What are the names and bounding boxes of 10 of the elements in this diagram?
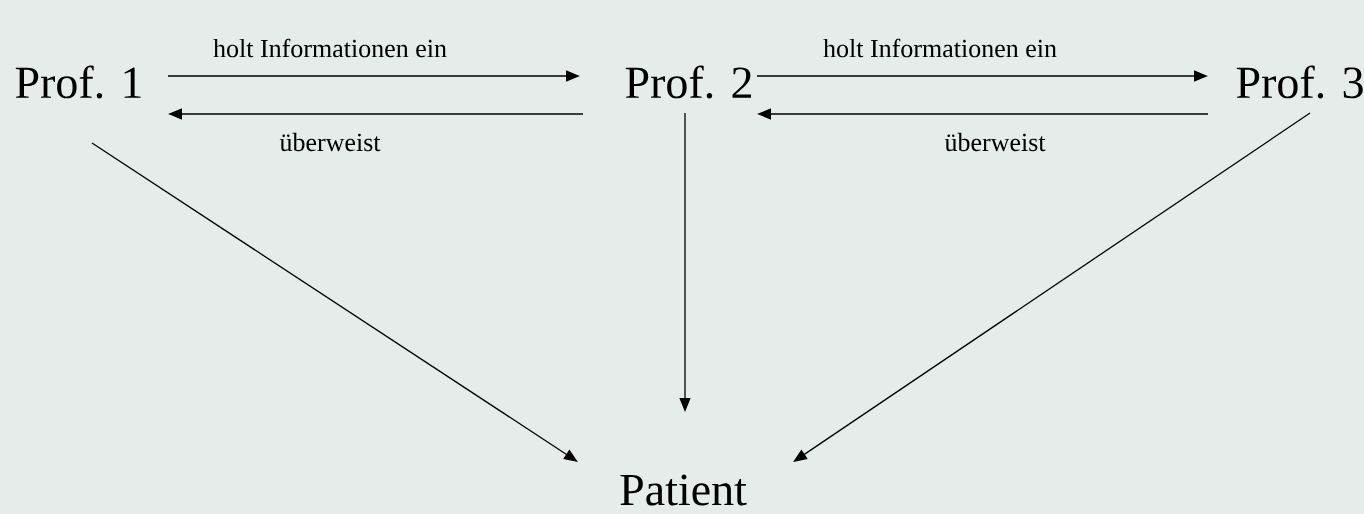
edge-label: holt Informationen ein [213,38,447,58]
node-label: Patient [620,474,747,506]
edge-label: überweist [279,132,381,152]
node-label: Prof. 1 [15,65,141,99]
arrow [91,142,578,462]
arrow [793,112,1311,462]
node-label: Prof. 3 [1236,65,1363,99]
edge-label: holt Informationen ein [823,38,1057,58]
node-label: Prof. 2 [625,65,751,99]
edge-label: überweist [944,132,1046,152]
